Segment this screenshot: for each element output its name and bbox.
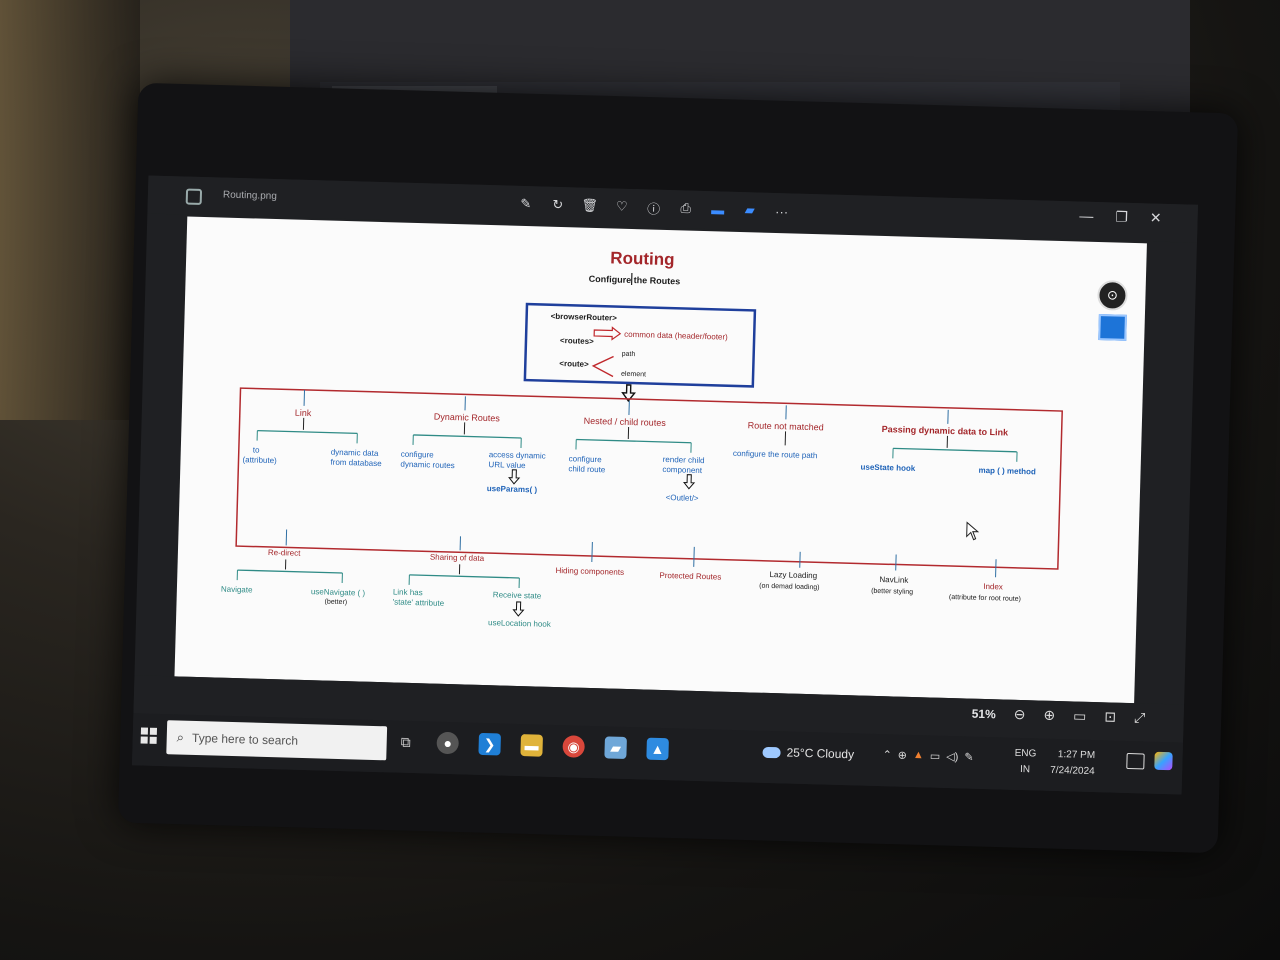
path-label: path [621,350,636,359]
pen-icon[interactable]: ✎ [964,751,974,764]
weather-text: 25°C Cloudy [786,745,855,762]
notification-icon[interactable] [1126,752,1145,770]
info-icon[interactable]: ⓘ [646,200,661,217]
branch-lazy-loading: Lazy Loading [769,569,818,581]
fit-icon[interactable]: ▭ [1072,707,1087,724]
share-icon[interactable]: ▬ [711,201,725,218]
route-label: <route> [559,359,589,369]
start-icon[interactable] [140,727,158,744]
weather-widget[interactable]: 25°C Cloudy [762,745,855,762]
volume-icon[interactable]: ◁) [946,750,959,764]
photos-icon[interactable]: ▲ [646,737,669,761]
system-tray: ⌃ ⊕ ▲ ▭ ◁) ✎ [882,748,973,764]
zoom-out-icon[interactable]: ⊖ [1013,705,1026,723]
dynamic-routes-label: dynamic routes [400,459,455,471]
laptop-screen: Routing.png ✎ ↻ 🗑 ♡ ⓘ ⎙ ▬ ▰ ··· — ❐ ✕ [131,175,1199,795]
cloud-icon [762,746,781,758]
favorite-icon[interactable]: ♡ [615,198,628,214]
use-navigate-note: (better) [324,598,348,607]
diagram-title: Routing [610,248,675,270]
outlet-label: <Outlet/> [665,493,699,503]
antivirus-icon[interactable]: ▲ [912,749,925,762]
task-view-icon[interactable]: ⧉ [400,733,411,750]
taskbar-search[interactable]: ⌕ Type here to search [166,720,388,761]
file-name: Routing.png [222,189,277,203]
language-indicator[interactable]: ENG IN [1014,746,1037,779]
use-state-hook: useState hook [860,462,916,473]
copilot-icon[interactable] [1154,751,1173,771]
element-label: element [620,370,647,379]
rotate-icon[interactable]: ↻ [552,196,564,213]
restore-icon[interactable]: ❐ [1115,208,1129,225]
zoom-tools: ⊖ ⊕ ▭ ⊡ ⤢ [1013,705,1146,727]
branch-nested-routes: Nested / child routes [583,415,666,428]
globe-icon[interactable]: ⊕ [897,749,908,762]
chrome-icon[interactable]: ◉ [562,735,585,758]
branch-protected-routes: Protected Routes [659,570,722,582]
pinned-apps: ⧉ ● ❯ ▬ ◉ ▰ ▲ [394,731,669,761]
lang-line-1: ENG [1014,747,1037,760]
link-from-database: from database [330,457,382,469]
delete-icon[interactable]: 🗑 [581,197,599,214]
zoom-level[interactable]: 51% [971,706,996,722]
folder-icon[interactable]: ▰ [744,202,755,218]
clock-time: 1:27 PM [1057,749,1096,762]
chevron-up-icon[interactable]: ⌃ [882,749,892,762]
branch-index: Index [983,581,1003,592]
dynamic-url-value: URL value [488,460,526,471]
actual-size-icon[interactable]: ⊡ [1104,708,1117,725]
nested-child-route: child route [568,464,606,475]
fullscreen-icon[interactable]: ⤢ [1133,709,1146,726]
photos-app-icon [185,188,203,205]
lazy-loading-note: (on demad loading) [759,582,820,592]
search-icon: ⌕ [176,729,185,745]
index-note: (attribute for root route) [948,593,1022,603]
browser-router-label: <browserRouter> [550,311,618,323]
branch-hiding-components: Hiding components [555,565,625,577]
navlink-note: (better styling [871,587,914,596]
state-attribute-label: 'state' attribute [392,597,445,608]
branch-navlink: NavLink [879,575,909,585]
zoom-in-icon[interactable]: ⊕ [1043,706,1056,723]
image-toolbar: ✎ ↻ 🗑 ♡ ⓘ ⎙ ▬ ▰ ··· [516,194,792,222]
clock-date: 7/24/2024 [1050,764,1095,778]
clock[interactable]: 1:27 PM 7/24/2024 [1050,747,1095,780]
file-explorer-icon[interactable]: ▬ [520,734,543,757]
configure-route-path: configure the route path [732,448,818,461]
background-wall [0,0,140,420]
diagram-lines [235,272,1063,617]
branch-redirect: Re-direct [267,547,301,558]
edit-icon[interactable]: ✎ [520,195,532,212]
print-icon[interactable]: ⎙ [680,200,692,216]
battery-icon[interactable]: ▭ [929,750,941,763]
close-icon[interactable]: ✕ [1149,209,1162,226]
map-method: map ( ) method [978,465,1036,477]
search-placeholder: Type here to search [191,730,299,748]
vscode-icon[interactable]: ❯ [478,732,501,756]
use-location-label: useLocation hook [487,618,551,629]
branch-dynamic-routes: Dynamic Routes [433,411,500,424]
branch-link: Link [294,407,312,419]
notes-icon[interactable]: ▰ [604,736,627,760]
link-attribute: (attribute) [242,455,277,466]
branch-sharing-data: Sharing of data [429,552,485,563]
minimize-icon[interactable]: — [1079,207,1094,224]
window-controls: — ❐ ✕ [1079,207,1162,226]
edit-image-icon[interactable] [1098,314,1127,341]
nested-component: component [662,464,703,476]
image-canvas: Routing Configure the Routes <browserRou… [174,216,1147,704]
lang-line-2: IN [1019,764,1031,776]
routes-label: <routes> [559,336,594,346]
more-icon[interactable]: ··· [774,203,789,219]
branch-route-not-matched: Route not matched [747,420,824,433]
obs-icon[interactable]: ● [436,731,460,755]
navigate-label: Navigate [220,584,253,595]
use-params: useParams( ) [486,484,538,495]
receive-state-label: Receive state [492,590,542,601]
